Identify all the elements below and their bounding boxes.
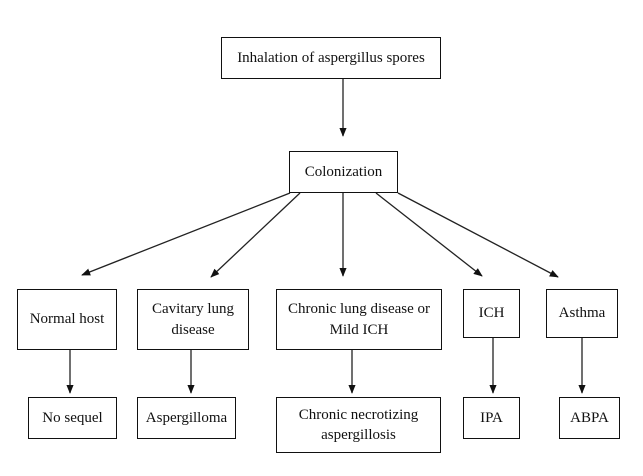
- host-node-ich: ICH: [463, 289, 520, 338]
- host-node-asthma: Asthma: [546, 289, 618, 338]
- arrow-colonization-to-cavitary: [210, 192, 301, 278]
- outcome-node-abpa: ABPA: [559, 397, 620, 439]
- outcome-node-no-sequel: No sequel: [28, 397, 117, 439]
- arrow-colonization-to-ich: [375, 192, 483, 277]
- outcome-node-aspergilloma: Aspergilloma: [137, 397, 236, 439]
- host-node-normal-host: Normal host: [17, 289, 117, 350]
- host-node-chronic-lung-disease: Chronic lung disease or Mild ICH: [276, 289, 442, 350]
- arrow-colonization-to-asthma: [397, 192, 559, 278]
- outcome-node-ipa: IPA: [463, 397, 520, 439]
- colonization-node: Colonization: [289, 151, 398, 193]
- host-node-cavitary-lung-disease: Cavitary lung disease: [137, 289, 249, 350]
- root-node: Inhalation of aspergillus spores: [221, 37, 441, 79]
- outcome-node-chronic-necrotizing-aspergillosis: Chronic necrotizing aspergillosis: [276, 397, 441, 453]
- arrow-colonization-to-normal-host: [81, 192, 291, 276]
